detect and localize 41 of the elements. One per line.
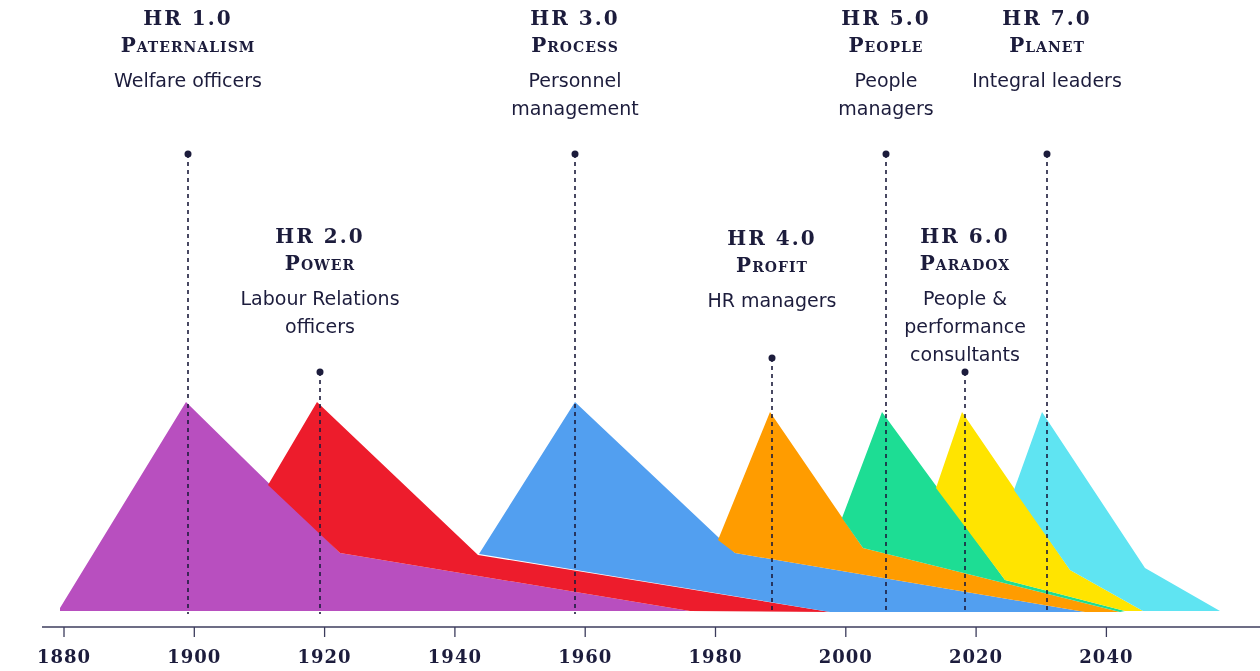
leader-line	[882, 150, 890, 413]
leader-line	[1043, 150, 1051, 413]
era-name: Planet	[1008, 32, 1086, 58]
year-label: 1980	[687, 646, 744, 667]
era-name: Process	[530, 32, 620, 58]
era-name: Power	[283, 250, 357, 276]
role-title: Personnel management	[510, 68, 640, 121]
year-label: 1900	[166, 646, 223, 667]
era-number: HR 5.0	[840, 5, 932, 32]
year-label: 2000	[817, 646, 874, 667]
role-title: Labour Relations officers	[239, 286, 401, 339]
era-name: People	[847, 32, 925, 58]
leader-line	[768, 354, 776, 413]
era-number: HR 3.0	[529, 5, 621, 32]
leader-line	[316, 368, 324, 403]
year-label: 1940	[426, 646, 483, 667]
era-name: Paternalism	[119, 32, 257, 58]
year-label: 1880	[35, 646, 93, 667]
era-name: Profit	[735, 252, 809, 278]
wave-shape	[268, 402, 830, 612]
role-title: Welfare officers	[113, 68, 263, 93]
era-number: HR 7.0	[1001, 5, 1093, 32]
year-label: 1960	[557, 646, 614, 667]
wave-shape	[60, 402, 690, 611]
era-number: HR 4.0	[726, 225, 818, 252]
wave-shape	[842, 412, 1125, 612]
year-label: 2020	[948, 646, 1005, 667]
era-number: HR 1.0	[142, 5, 234, 32]
wave-shape	[479, 402, 1085, 612]
year-label: 1920	[296, 646, 353, 667]
role-title: People & performance consultants	[903, 286, 1027, 367]
role-title: HR managers	[706, 288, 838, 313]
year-label: 2040	[1078, 646, 1135, 667]
era-name: Paradox	[918, 250, 1012, 276]
role-title: People managers	[837, 68, 935, 121]
role-title: Integral leaders	[971, 68, 1123, 93]
era-number: HR 2.0	[274, 223, 366, 250]
wave-shape	[936, 412, 1143, 611]
wave-shape	[1014, 412, 1220, 611]
era-number: HR 6.0	[919, 223, 1011, 250]
wave-shape	[718, 412, 1120, 612]
